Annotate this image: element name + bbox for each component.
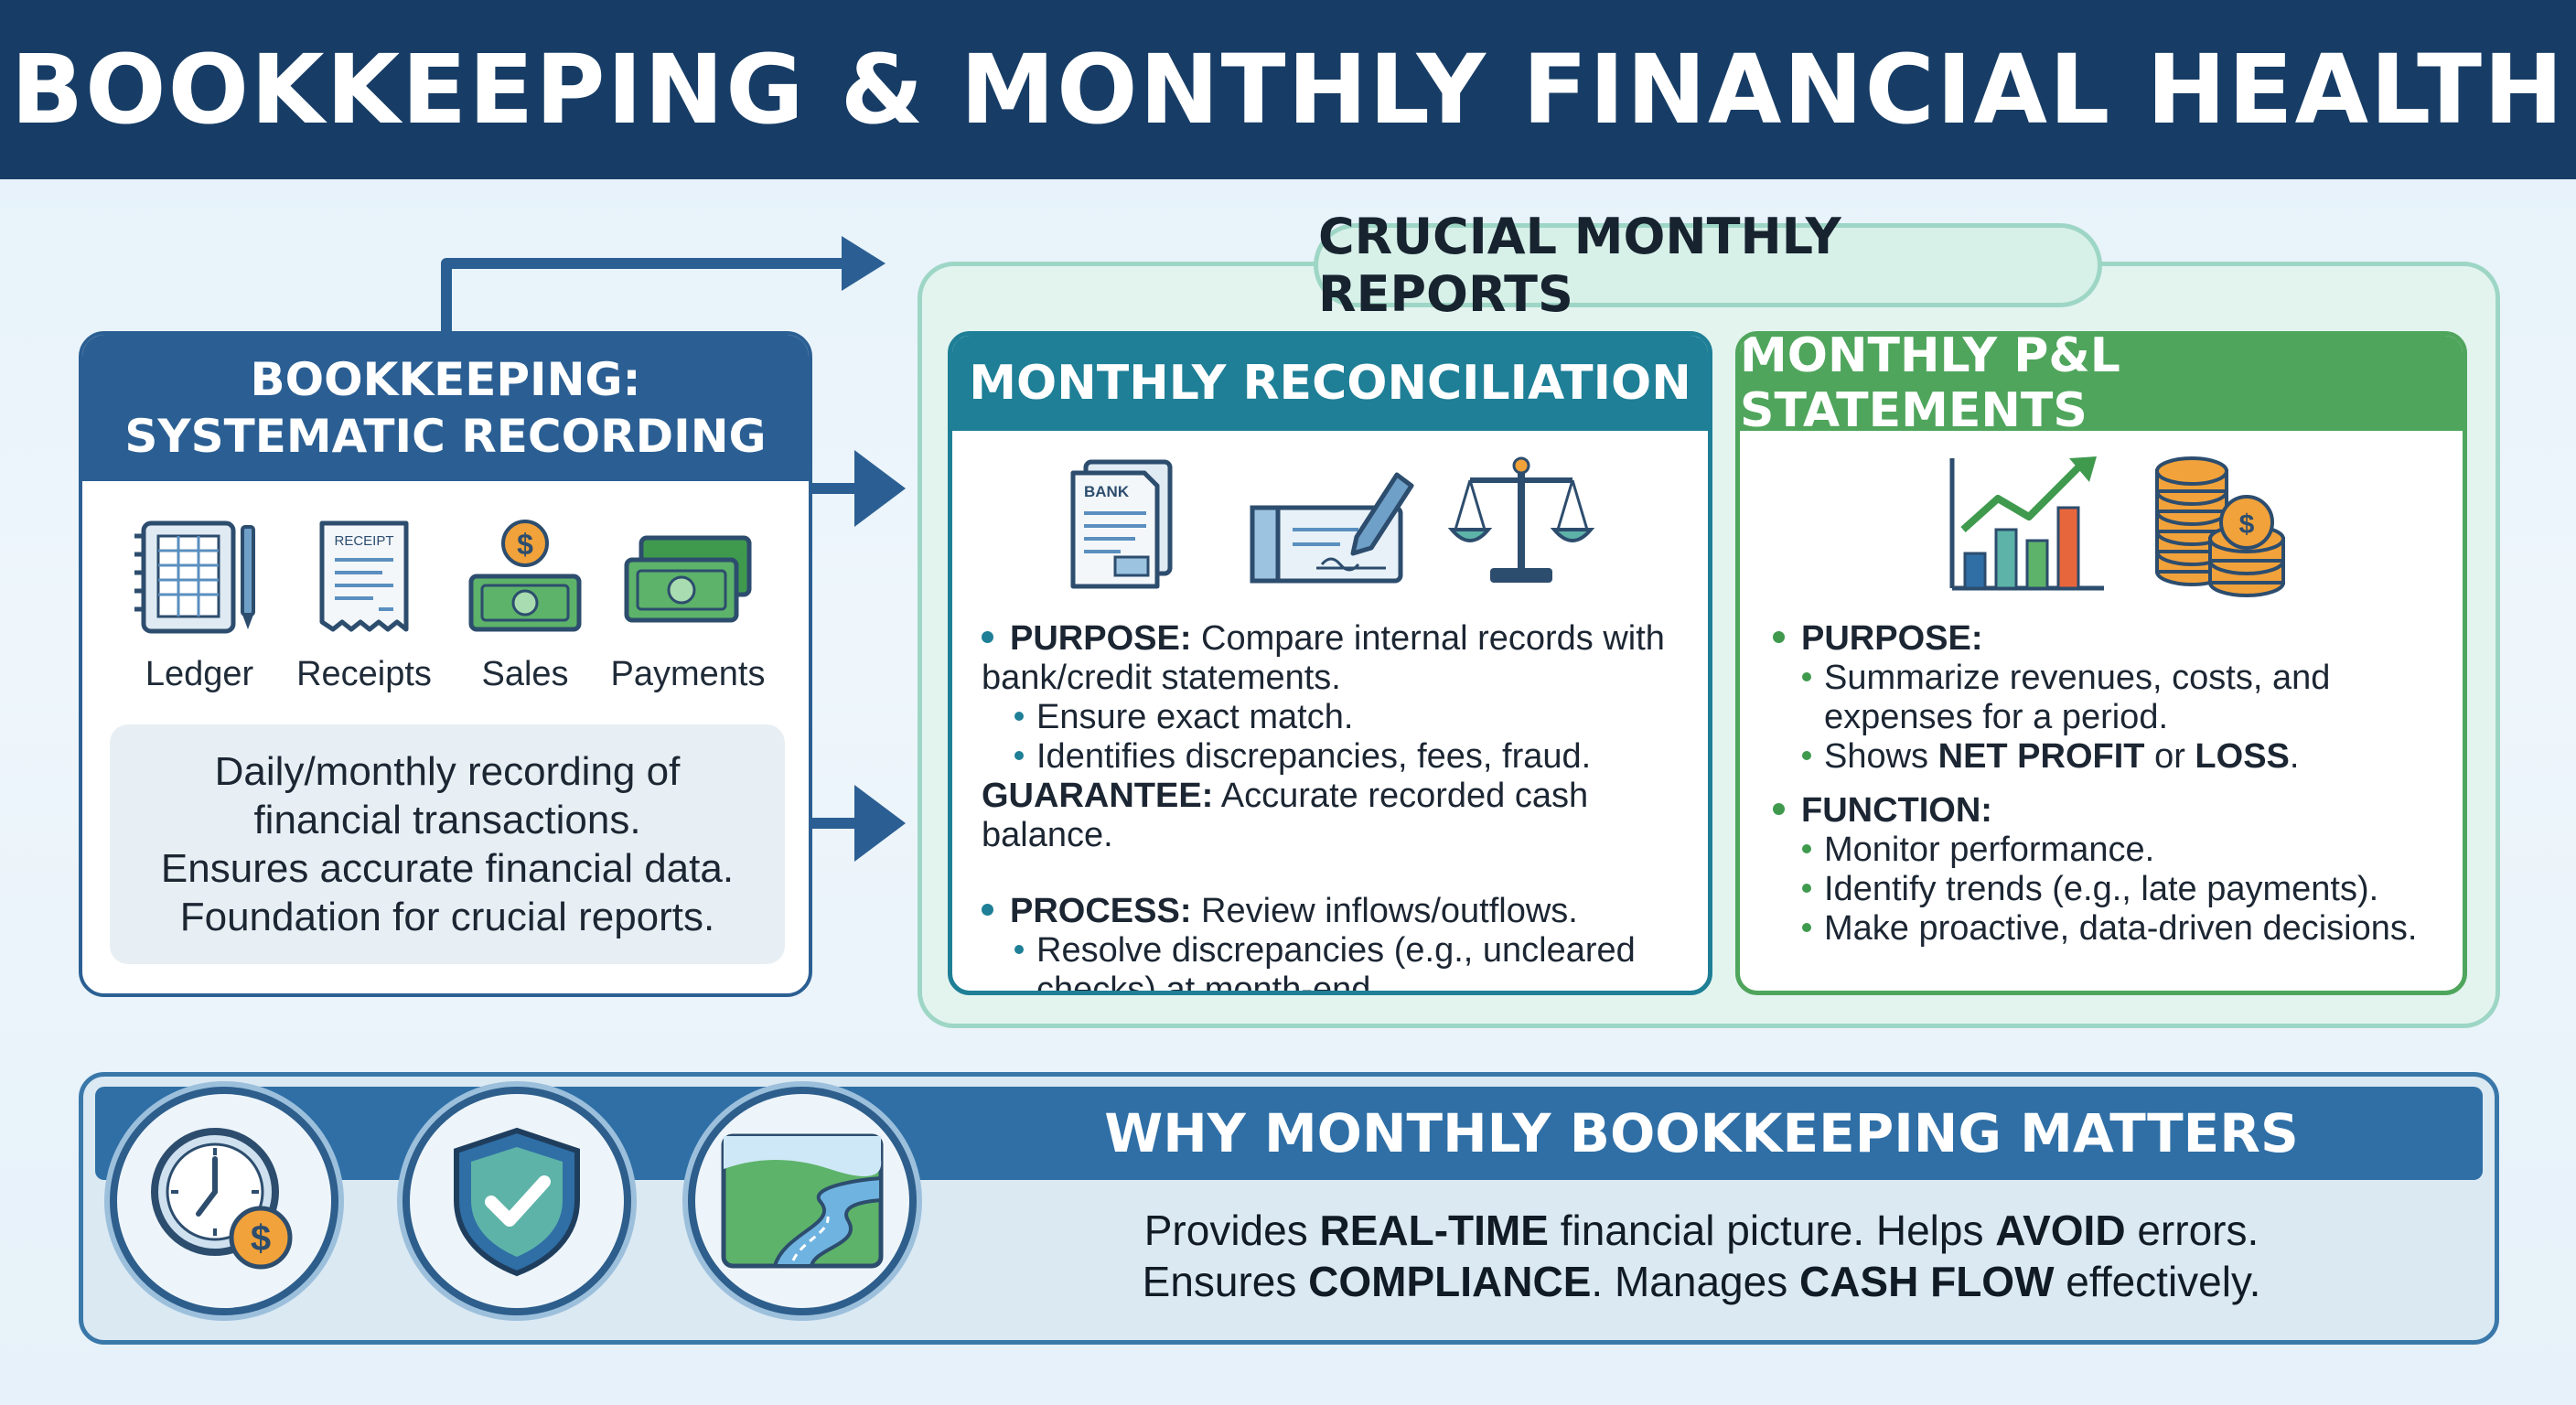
purpose-label: PURPOSE: bbox=[1010, 619, 1192, 658]
top-arrow-head bbox=[842, 236, 886, 291]
reconciliation-title: MONTHLY RECONCILIATION bbox=[952, 336, 1708, 431]
bullet-dot bbox=[982, 631, 993, 644]
payments-label: Payments bbox=[610, 655, 766, 693]
coin-stack-icon: $ bbox=[2155, 456, 2285, 597]
svg-text:$: $ bbox=[2239, 509, 2255, 540]
real-time-text: REAL-TIME bbox=[1319, 1207, 1549, 1254]
guarantee-label: GUARANTEE: bbox=[982, 777, 1214, 815]
reconciliation-body: PURPOSE: Compare internal records with b… bbox=[982, 619, 1695, 995]
bullet-dot bbox=[1773, 631, 1785, 644]
ledger-label: Ledger bbox=[145, 655, 254, 693]
why-title: WHY MONTHLY BOOKKEEPING MATTERS bbox=[1104, 1102, 2299, 1164]
compliance-text: COMPLIANCE bbox=[1308, 1258, 1592, 1305]
reconciliation-icons: BANK bbox=[1070, 456, 1595, 589]
balance-scale-icon bbox=[1447, 456, 1595, 583]
net-profit-text: NET PROFIT bbox=[1937, 737, 2145, 776]
pl-function-bullet: Make proactive, data-driven decisions. bbox=[1824, 909, 2418, 948]
bank-statement-icon: BANK bbox=[1070, 459, 1173, 589]
process-label: PROCESS: bbox=[1010, 892, 1192, 930]
description-line: financial transactions. bbox=[253, 798, 641, 842]
guarantee-text: Accurate recorded cash balance. bbox=[982, 777, 1589, 854]
process-bullet-continued: checks) at month-end. bbox=[1036, 971, 1380, 995]
why-line-1: Provides REAL-TIME financial picture. He… bbox=[1143, 1207, 2259, 1254]
shield-check-icon bbox=[454, 1127, 580, 1277]
loss-text: LOSS bbox=[2195, 737, 2290, 776]
river-icon bbox=[721, 1133, 884, 1269]
pl-function-label: FUNCTION: bbox=[1801, 791, 1992, 830]
page-title: BOOKKEEPING & MONTHLY FINANCIAL HEALTH bbox=[10, 34, 2566, 145]
why-line-2: Ensures COMPLIANCE. Manages CASH FLOW ef… bbox=[1142, 1258, 2261, 1305]
reports-title: CRUCIAL MONTHLY REPORTS bbox=[1314, 208, 2102, 323]
check-signing-icon bbox=[1250, 472, 1414, 584]
svg-text:$: $ bbox=[517, 528, 533, 561]
bullet-dot bbox=[982, 904, 993, 917]
purpose-bullet: Identifies discrepancies, fees, fraud. bbox=[1036, 737, 1592, 776]
bookkeeping-title-line2: SYSTEMATIC RECORDING bbox=[124, 410, 767, 463]
bookkeeping-item-sales: $ Sales bbox=[443, 518, 607, 694]
reconciliation-card: MONTHLY RECONCILIATION BANK bbox=[948, 331, 1712, 995]
clock-dollar-icon: $ bbox=[151, 1128, 293, 1270]
pl-title: MONTHLY P&L STATEMENTS bbox=[1740, 336, 2463, 438]
top-connector-line bbox=[441, 258, 851, 331]
svg-text:$: $ bbox=[251, 1218, 271, 1259]
bookkeeping-item-ledger: Ledger bbox=[117, 518, 282, 694]
process-text: Review inflows/outflows. bbox=[1201, 892, 1578, 930]
receipt-icon: RECEIPT bbox=[319, 520, 409, 632]
receipt-icon-text: RECEIPT bbox=[334, 533, 393, 549]
bookkeeping-item-payments: Payments bbox=[606, 518, 770, 694]
pl-function-bullet: Identify trends (e.g., late payments). bbox=[1824, 870, 2379, 908]
ledger-icon bbox=[134, 520, 255, 634]
growth-chart-icon bbox=[1949, 456, 2104, 591]
pl-purpose-bullet-continued: expenses for a period. bbox=[1824, 698, 2169, 736]
pl-purpose-bullet: Summarize revenues, costs, and bbox=[1824, 659, 2331, 697]
middle-arrow-head bbox=[854, 450, 906, 527]
river-badge bbox=[688, 1087, 917, 1315]
pl-card: MONTHLY P&L STATEMENTS $ bbox=[1735, 331, 2467, 995]
pl-function-bullet: Monitor performance. bbox=[1824, 831, 2155, 869]
bookkeeping-header: BOOKKEEPING: SYSTEMATIC RECORDING bbox=[82, 335, 809, 481]
pl-purpose-label: PURPOSE: bbox=[1801, 619, 1983, 658]
bookkeeping-card: BOOKKEEPING: SYSTEMATIC RECORDING Ledger… bbox=[79, 331, 812, 997]
bookkeeping-description: Daily/monthly recording of financial tra… bbox=[110, 724, 785, 964]
purpose-bullet: Ensure exact match. bbox=[1036, 698, 1354, 736]
bookkeeping-item-receipts: RECEIPT Receipts bbox=[282, 518, 446, 694]
cash-icon: $ bbox=[468, 520, 582, 632]
description-line: Ensures accurate financial data. bbox=[160, 846, 735, 891]
description-line: Foundation for crucial reports. bbox=[179, 895, 715, 939]
pl-icons: $ bbox=[1949, 456, 2285, 597]
bullet-dot bbox=[1773, 803, 1785, 816]
pl-body: PURPOSE: Summarize revenues, costs, and … bbox=[1773, 619, 2459, 949]
cash-flow-text: CASH FLOW bbox=[1798, 1258, 2055, 1305]
purpose-text-2: bank/credit statements. bbox=[982, 659, 1341, 697]
avoid-text: AVOID bbox=[1995, 1207, 2126, 1254]
header-banner: BOOKKEEPING & MONTHLY FINANCIAL HEALTH bbox=[0, 0, 2576, 179]
bookkeeping-title-line1: BOOKKEEPING: bbox=[250, 353, 641, 406]
process-bullet: Resolve discrepancies (e.g., uncleared bbox=[1036, 931, 1636, 970]
bank-icon-text: BANK bbox=[1084, 483, 1130, 500]
sales-label: Sales bbox=[481, 655, 569, 693]
receipts-label: Receipts bbox=[296, 655, 432, 693]
chain-link bbox=[311, 1154, 421, 1169]
clock-dollar-badge: $ bbox=[110, 1087, 338, 1315]
payment-icon bbox=[624, 535, 752, 623]
description-line: Daily/monthly recording of bbox=[214, 749, 681, 794]
purpose-text: Compare internal records with bbox=[1201, 619, 1665, 658]
lower-arrow-head bbox=[854, 785, 906, 862]
shield-badge bbox=[402, 1087, 631, 1315]
